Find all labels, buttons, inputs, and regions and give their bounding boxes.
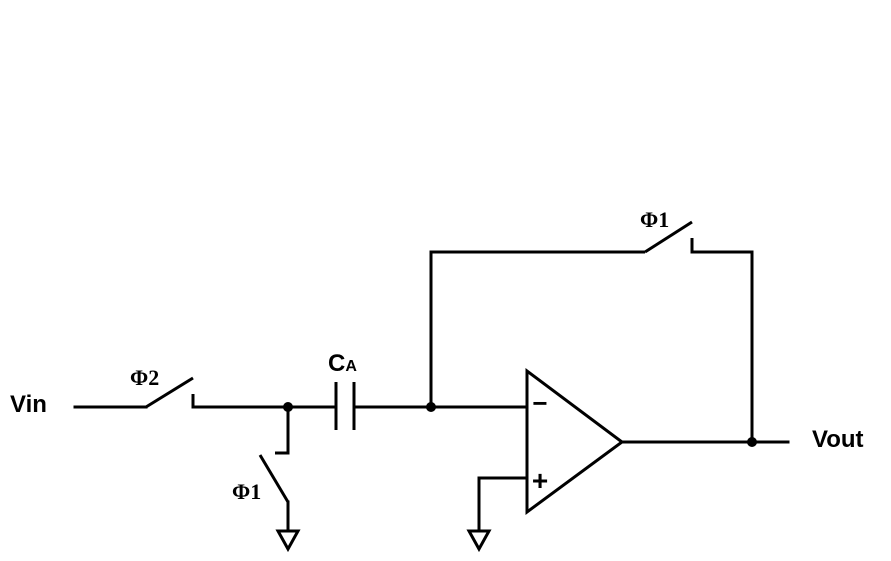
phi2-switch-contact [191, 394, 288, 409]
feedback-wire-left [429, 250, 645, 407]
opamp-triangle [525, 368, 625, 515]
cap-label-sub: A [345, 358, 357, 375]
ground-icon-left [275, 529, 301, 553]
phi1-shunt-label: Φ1 [232, 479, 261, 504]
phi2-switch-blade [145, 376, 194, 409]
ground-icon-right [466, 529, 492, 553]
phi1-feedback-label: Φ1 [640, 207, 669, 232]
vin-label: Vin [10, 391, 47, 418]
feedback-switch-blade [644, 220, 693, 254]
vout-label: Vout [812, 426, 864, 453]
cap-label: CA [328, 350, 357, 377]
node-dot-output [747, 437, 757, 447]
phi2-label: Φ2 [130, 365, 159, 390]
feedback-wire-right [690, 238, 754, 442]
opamp-minus-sign: − [532, 388, 547, 418]
noninverting-ground-wire [477, 476, 527, 530]
cap-label-main: C [328, 350, 345, 377]
shunt-switch-blade [258, 454, 290, 503]
shunt-switch-contact [275, 407, 290, 455]
opamp-plus-sign: + [532, 465, 548, 496]
